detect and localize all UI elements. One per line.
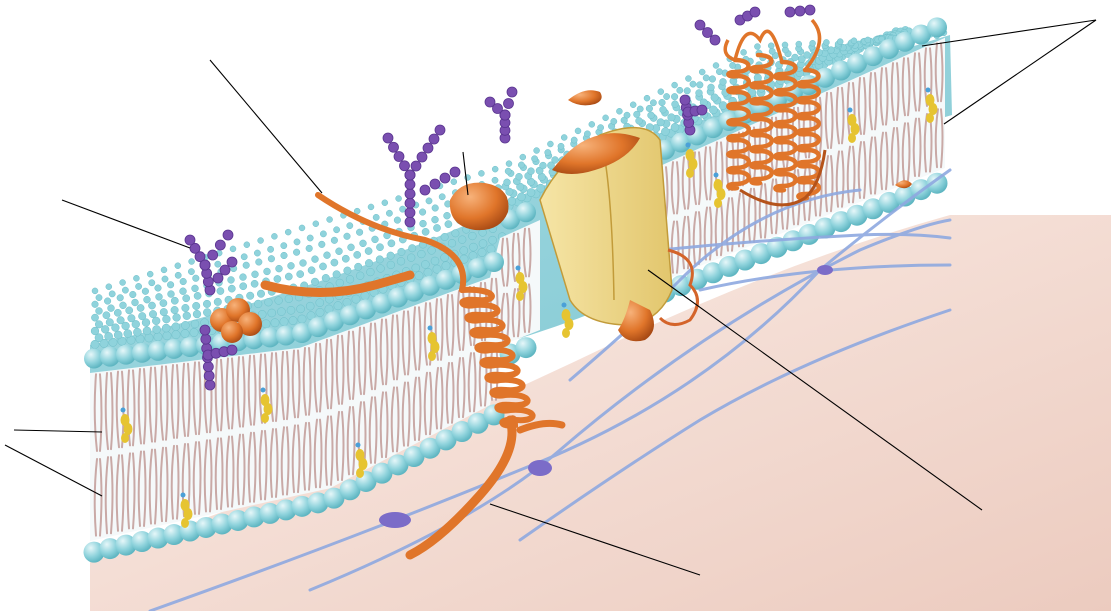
leader-line-tail-upper (14, 430, 102, 432)
leader-line-head-upper (922, 20, 1096, 46)
leader-line-glycolipid (62, 200, 190, 248)
leader-line-integral-tail (210, 60, 322, 193)
leader-line-tail-lower (5, 445, 102, 496)
leader-line-head-lower (944, 20, 1096, 124)
